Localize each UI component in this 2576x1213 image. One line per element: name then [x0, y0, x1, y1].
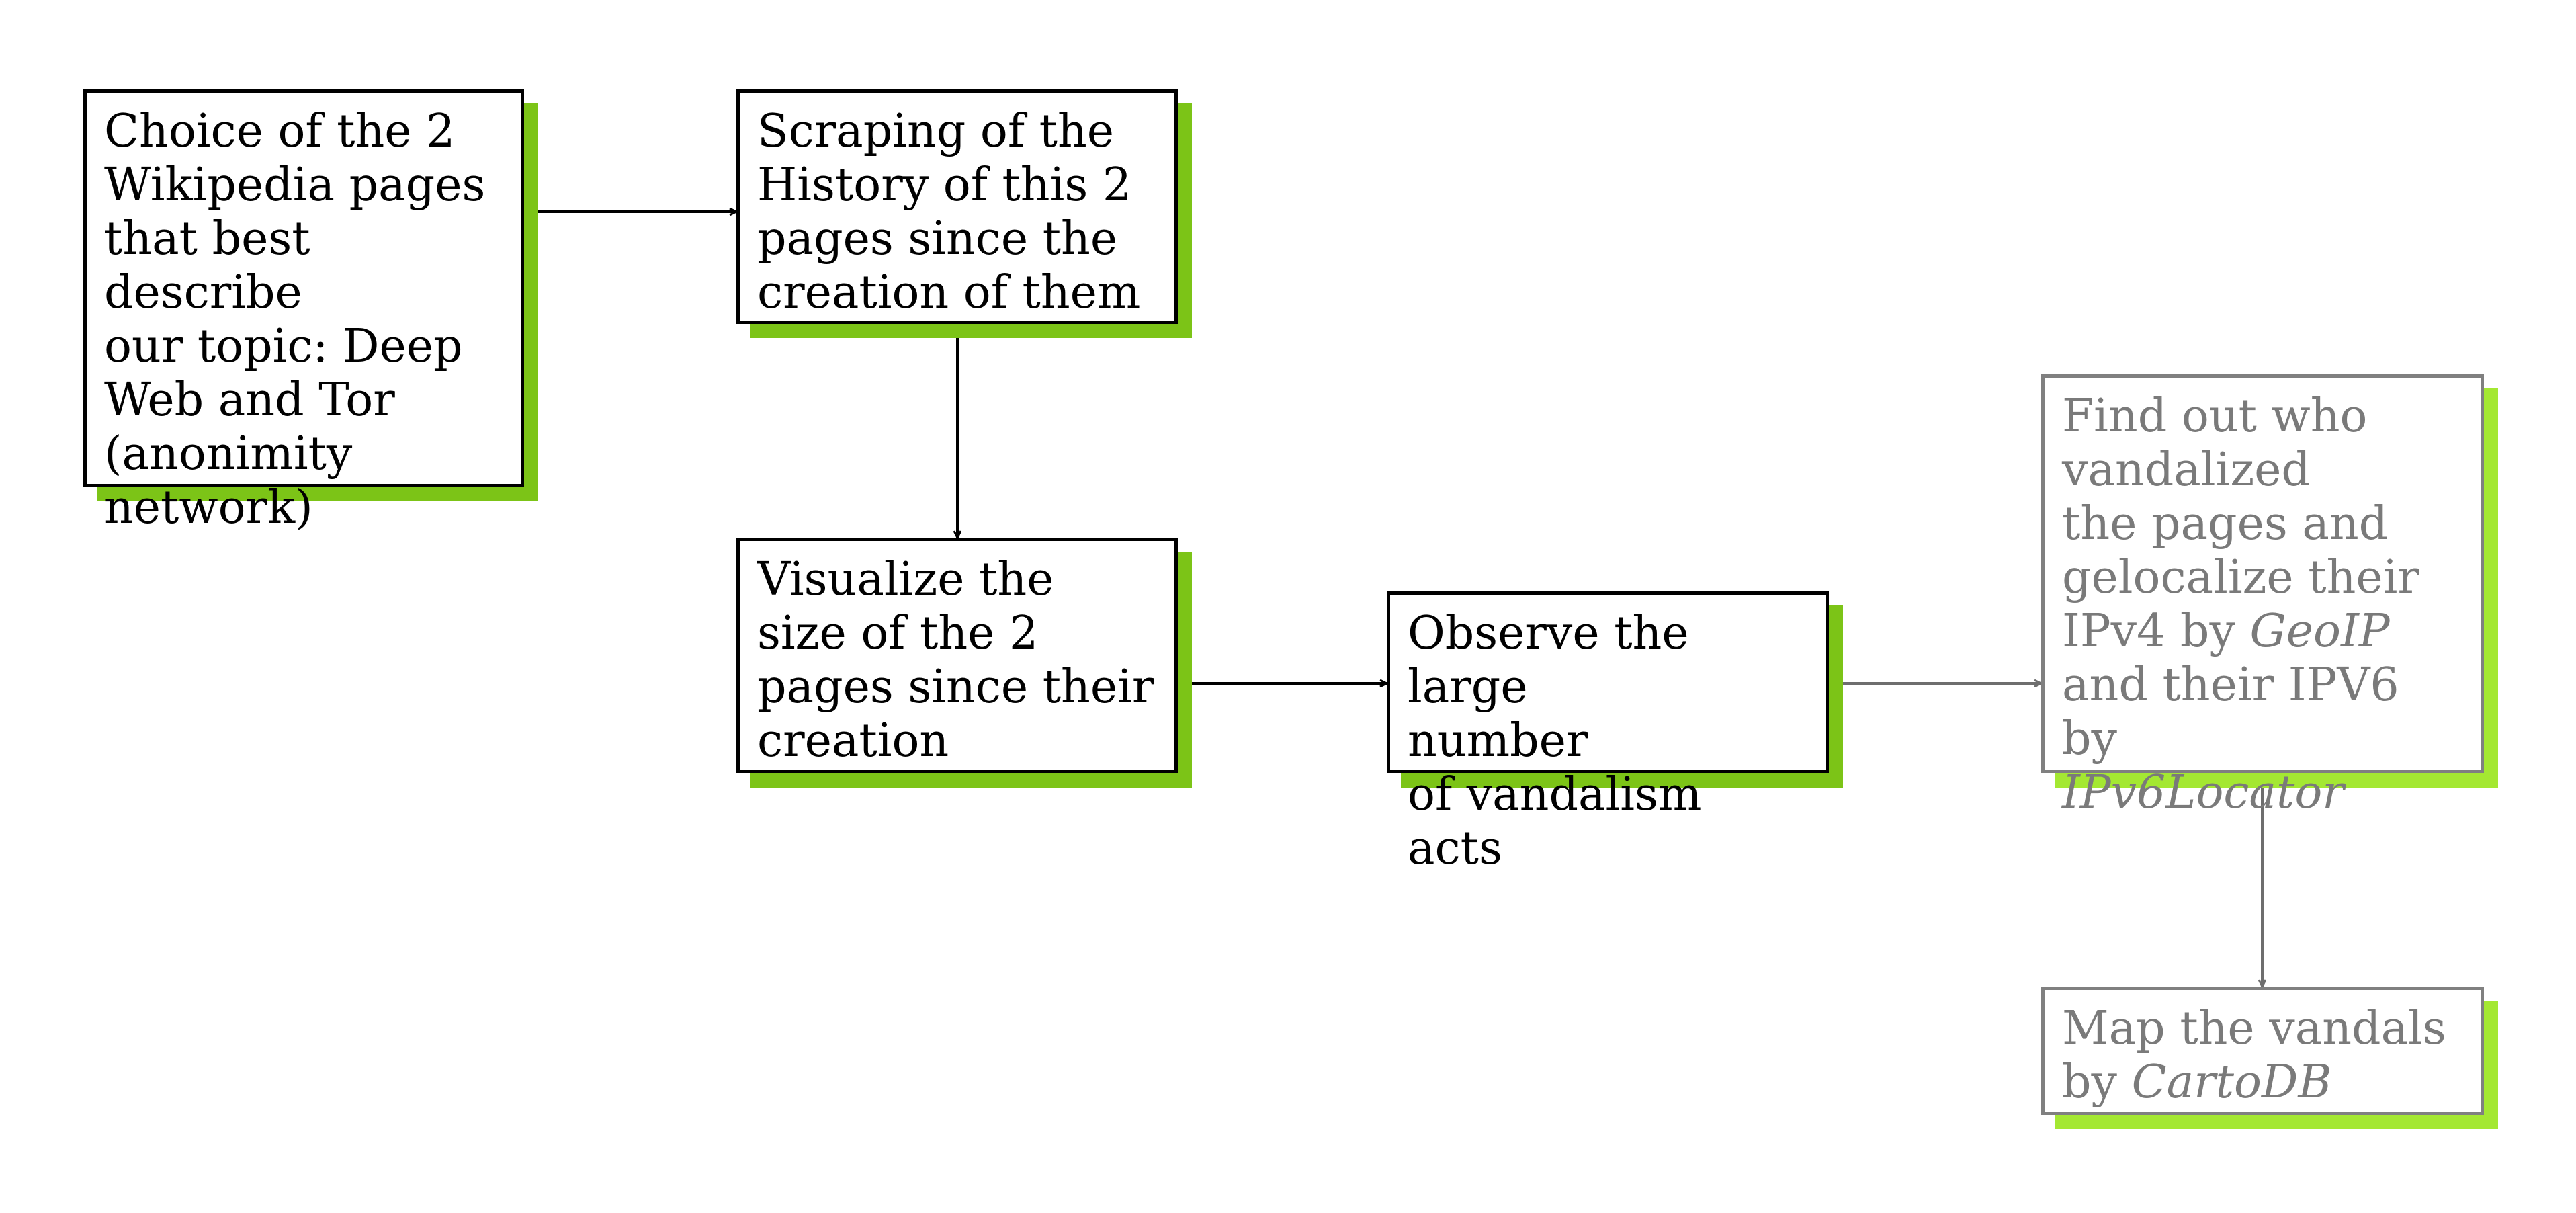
step-visualize-size: Visualize the size of the 2 pages since … [736, 538, 1178, 773]
step-find-vandals-ipv6locator: IPv6Locator [2062, 766, 2344, 819]
step-map-vandals-text-1: Map the vandals by [2062, 1002, 2446, 1109]
step-choose-wikipedia-pages: Choice of the 2 Wikipedia pages that bes… [83, 89, 524, 534]
step-choose-wikipedia-pages-text: Choice of the 2 Wikipedia pages that bes… [104, 105, 486, 534]
step-map-vandals: Map the vandals by CartoDB [2041, 987, 2484, 1115]
step-observe-vandalism: Observe the large number of vandalism ac… [1387, 591, 1829, 875]
step-find-vandals-text-1: Find out who vandalized the pages and ge… [2062, 390, 2419, 658]
step-scrape-history-text: Scraping of the History of this 2 pages … [757, 105, 1141, 319]
step-find-vandals: Find out who vandalized the pages and ge… [2041, 374, 2484, 819]
step-scrape-history: Scraping of the History of this 2 pages … [736, 89, 1178, 324]
step-observe-vandalism-text: Observe the large number of vandalism ac… [1408, 607, 1702, 875]
step-map-vandals-cartodb: CartoDB [2131, 1056, 2332, 1109]
step-find-vandals-geoip: GeoIP [2249, 605, 2390, 658]
step-visualize-size-text: Visualize the size of the 2 pages since … [757, 553, 1154, 767]
step-find-vandals-text-3: and their IPV6 by [2062, 659, 2399, 765]
